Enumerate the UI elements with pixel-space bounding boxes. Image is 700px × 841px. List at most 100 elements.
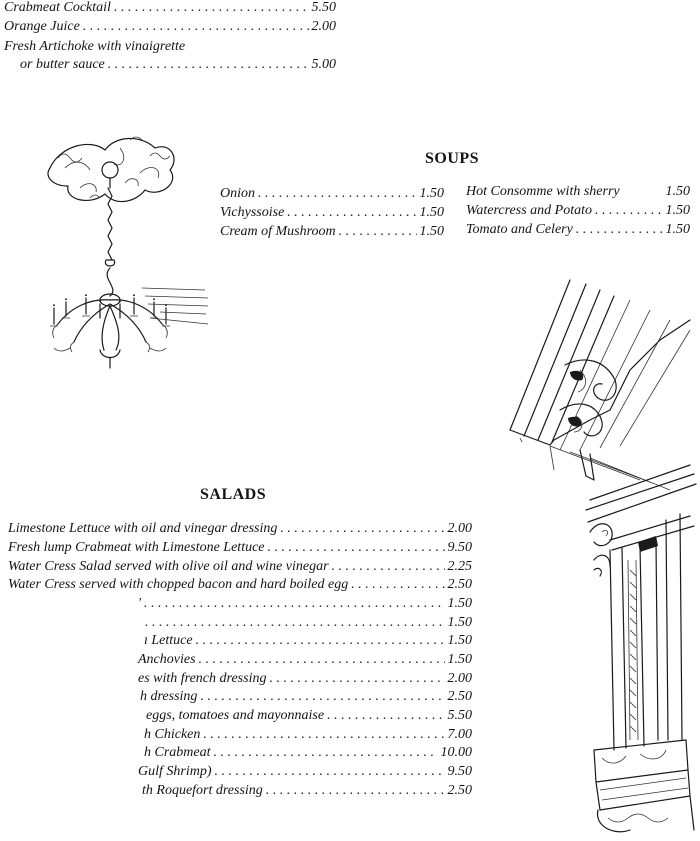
item-price: 5.50 bbox=[311, 0, 337, 15]
item-price: 1.50 bbox=[447, 652, 473, 667]
leader-dots bbox=[203, 725, 444, 744]
column-base bbox=[593, 739, 695, 833]
item-price: 1.50 bbox=[665, 203, 691, 218]
item-name: h Chicken bbox=[144, 727, 201, 742]
leader-dots bbox=[144, 594, 445, 613]
leader-dots bbox=[287, 203, 416, 222]
menu-item: h Crabmeat 10.00 bbox=[144, 743, 472, 762]
leader-dots bbox=[268, 538, 445, 557]
item-price: 2.25 bbox=[447, 559, 473, 574]
menu-item: Onion 1.50 bbox=[220, 184, 444, 203]
salads-heading: SALADS bbox=[200, 486, 267, 503]
leader-dots bbox=[196, 631, 445, 650]
menu-item: Gulf Shrimp) 9.50 bbox=[138, 762, 472, 781]
leader-dots bbox=[214, 743, 438, 762]
item-price: 1.50 bbox=[447, 633, 473, 648]
menu-item: th Roquefort dressing 2.50 bbox=[142, 781, 472, 800]
item-price: 9.50 bbox=[447, 540, 473, 555]
item-price: 1.50 bbox=[665, 184, 691, 199]
menu-item: Cream of Mushroom 1.50 bbox=[220, 222, 444, 241]
leader-dots bbox=[199, 650, 445, 669]
leader-dots bbox=[83, 17, 309, 36]
leader-dots bbox=[145, 613, 445, 632]
menu-item: Water Cress Salad served with olive oil … bbox=[8, 557, 472, 576]
item-name: eggs, tomatoes and mayonnaise bbox=[146, 708, 325, 723]
ceiling-rosette bbox=[47, 136, 175, 203]
item-price: 1.50 bbox=[665, 222, 691, 237]
menu-item: Fresh Artichoke with vinaigrette bbox=[4, 37, 336, 56]
item-name: Watercress and Potato bbox=[466, 203, 592, 218]
item-price: 9.50 bbox=[447, 764, 473, 779]
item-name: th Roquefort dressing bbox=[142, 783, 263, 798]
item-price: 2.50 bbox=[447, 783, 473, 798]
item-price: 1.50 bbox=[419, 224, 445, 239]
menu-item: eggs, tomatoes and mayonnaise 5.50 bbox=[146, 706, 472, 725]
item-name: Water Cress Salad served with olive oil … bbox=[8, 559, 329, 574]
leader-dots bbox=[595, 201, 663, 220]
leader-dots bbox=[258, 184, 417, 203]
item-name: Fresh lump Crabmeat with Limestone Lettu… bbox=[8, 540, 265, 555]
item-name: Crabmeat Cocktail bbox=[4, 0, 111, 15]
menu-item: Tomato and Celery 1.50 bbox=[466, 220, 690, 239]
chain bbox=[107, 187, 113, 261]
leader-dots bbox=[351, 575, 444, 594]
item-name: Anchovies bbox=[138, 652, 196, 667]
item-price: 7.00 bbox=[447, 727, 473, 742]
menu-item: Limestone Lettuce with oil and vinegar d… bbox=[8, 519, 472, 538]
item-name: Vichyssoise bbox=[220, 205, 285, 220]
leader-dots bbox=[327, 706, 444, 725]
chandelier-illustration bbox=[47, 136, 209, 369]
menu-item: Crabmeat Cocktail 5.50 bbox=[4, 0, 336, 17]
item-name: es with french dressing bbox=[138, 671, 267, 686]
menu-item: Anchovies 1.50 bbox=[138, 650, 472, 669]
cornice bbox=[509, 279, 691, 491]
item-name: Gulf Shrimp) bbox=[138, 764, 212, 779]
menu-item: Hot Consomme with sherry 1.50 bbox=[466, 182, 690, 201]
item-name: Fresh Artichoke with vinaigrette bbox=[4, 39, 186, 54]
item-price: 10.00 bbox=[440, 745, 473, 760]
pilaster bbox=[585, 464, 697, 751]
menu-item: Fresh lump Crabmeat with Limestone Lettu… bbox=[8, 538, 472, 557]
item-price: 2.50 bbox=[447, 577, 473, 592]
leader-dots bbox=[108, 55, 309, 74]
architectural-column-illustration bbox=[509, 279, 697, 833]
leader-dots bbox=[576, 220, 663, 239]
item-price: 2.00 bbox=[447, 521, 473, 536]
leader-dots bbox=[280, 519, 444, 538]
item-price: 1.50 bbox=[419, 186, 445, 201]
item-price: 2.00 bbox=[311, 19, 337, 34]
item-name: h dressing bbox=[140, 689, 198, 704]
item-price: 5.50 bbox=[447, 708, 473, 723]
menu-item: Vichyssoise 1.50 bbox=[220, 203, 444, 222]
item-price: 1.50 bbox=[447, 596, 473, 611]
leader-dots bbox=[200, 687, 444, 706]
menu-item: es with french dressing 2.00 bbox=[138, 669, 472, 688]
item-name: ' bbox=[138, 596, 141, 611]
menu-item: 1.50 bbox=[142, 613, 473, 632]
menu-item: Water Cress served with chopped bacon an… bbox=[8, 575, 472, 594]
menu-item: Watercress and Potato 1.50 bbox=[466, 201, 690, 220]
item-price: 1.50 bbox=[447, 615, 473, 630]
item-price: 2.00 bbox=[447, 671, 473, 686]
item-name: Water Cress served with chopped bacon an… bbox=[8, 577, 349, 592]
item-name: ı Lettuce bbox=[144, 633, 193, 648]
leader-dots bbox=[266, 781, 445, 800]
soups-heading: SOUPS bbox=[425, 150, 480, 167]
item-name: Limestone Lettuce with oil and vinegar d… bbox=[8, 521, 278, 536]
menu-item: ı Lettuce 1.50 bbox=[144, 631, 472, 650]
item-name: Orange Juice bbox=[4, 19, 80, 34]
leader-dots bbox=[339, 222, 417, 241]
bracket-scroll bbox=[559, 359, 617, 481]
menu-item: h dressing 2.50 bbox=[140, 687, 472, 706]
item-price: 2.50 bbox=[447, 689, 473, 704]
leader-dots bbox=[215, 762, 445, 781]
item-name: or butter sauce bbox=[20, 57, 105, 72]
menu-item: or butter sauce 5.00 bbox=[20, 55, 336, 74]
leader-dots bbox=[114, 0, 309, 17]
item-price: 1.50 bbox=[419, 205, 445, 220]
item-name: Tomato and Celery bbox=[466, 222, 573, 237]
item-price: 5.00 bbox=[311, 57, 337, 72]
item-name: Cream of Mushroom bbox=[220, 224, 336, 239]
leader-dots bbox=[269, 669, 444, 688]
menu-item: ' 1.50 bbox=[138, 594, 472, 613]
